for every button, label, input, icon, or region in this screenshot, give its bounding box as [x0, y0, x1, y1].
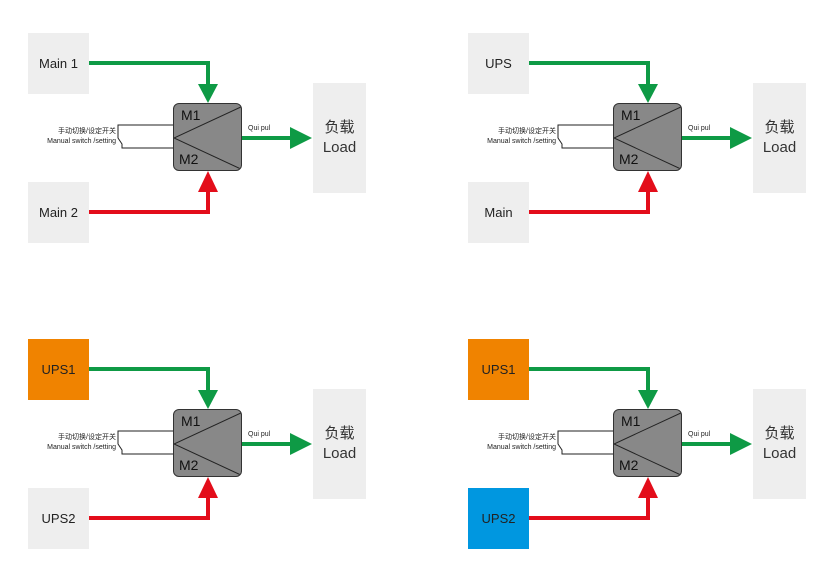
output-label: Qui pul [688, 125, 711, 132]
load-label-cn: 负载 [764, 425, 795, 442]
source-1-box: UPS1 [28, 339, 89, 400]
load-label-en: Load [762, 139, 797, 156]
transfer-switch-panel-2: UPS Main M1 M2 手动切换/设定开关 Manual switch /… [460, 20, 830, 260]
manual-switch-symbol [117, 124, 173, 149]
source-1-label: UPS [485, 56, 512, 71]
wires [529, 367, 752, 520]
switch-diagonals [174, 106, 241, 170]
manual-switch-label: 手动切换/设定开关 Manual switch /setting [20, 127, 116, 147]
transfer-switch-panel-1: Main 1 Main 2 M1 M2 手动切换/设定开关 Manual swi… [20, 20, 400, 260]
load-box: 负载 Load [313, 389, 366, 499]
manual-switch-label-cn: 手动切换/设定开关 [58, 128, 116, 135]
backup-arrowhead [638, 171, 658, 192]
manual-switch-label-cn: 手动切换/设定开关 [58, 434, 116, 441]
source-1-box: Main 1 [28, 33, 89, 94]
load-label-en: Load [322, 139, 357, 156]
primary-feed-line [89, 367, 210, 394]
primary-arrowhead [638, 84, 658, 103]
source-2-box: Main [468, 182, 529, 243]
manual-switch-label-en: Manual switch /setting [487, 138, 556, 145]
backup-arrowhead [638, 477, 658, 498]
manual-switch-symbol [557, 124, 613, 149]
load-label-cn: 负载 [324, 425, 355, 442]
load-label-en: Load [322, 445, 357, 462]
manual-switch-label-en: Manual switch /setting [47, 138, 116, 145]
manual-switch-label: 手动切换/设定开关 Manual switch /setting [460, 433, 556, 453]
switch-diagonals [614, 412, 681, 476]
output-label: Qui pul [688, 431, 711, 438]
manual-switch-symbol [117, 430, 173, 455]
load-label-cn: 负载 [324, 119, 355, 136]
output-arrowhead [730, 127, 752, 149]
source-2-label: Main [484, 205, 513, 220]
wires [89, 61, 312, 214]
transfer-switch-device: M1 M2 [173, 409, 242, 477]
input-m1-label: M1 [621, 107, 641, 123]
switch-diagonals [174, 412, 241, 476]
input-m2-label: M2 [619, 457, 639, 473]
input-m2-label: M2 [179, 457, 199, 473]
source-1-label: Main 1 [38, 56, 79, 71]
backup-feed-line [529, 494, 650, 520]
input-m1-label: M1 [181, 413, 201, 429]
source-2-box: UPS2 [28, 488, 89, 549]
source-1-box: UPS [468, 33, 529, 94]
primary-feed-line [529, 367, 650, 394]
source-2-label: UPS2 [41, 511, 76, 526]
transfer-switch-panel-3: UPS1 UPS2 M1 M2 手动切换/设定开关 Manual switch … [20, 326, 400, 566]
input-m1-label: M1 [621, 413, 641, 429]
output-arrowhead [290, 433, 312, 455]
manual-switch-label-en: Manual switch /setting [47, 444, 116, 451]
manual-switch-label-cn: 手动切换/设定开关 [498, 128, 556, 135]
primary-arrowhead [198, 84, 218, 103]
load-label-cn: 负载 [764, 119, 795, 136]
input-m2-label: M2 [179, 151, 199, 167]
manual-switch-label-en: Manual switch /setting [487, 444, 556, 451]
output-label: Qui pul [248, 431, 271, 438]
load-box: 负载 Load [313, 83, 366, 193]
output-arrowhead [730, 433, 752, 455]
primary-arrowhead [638, 390, 658, 409]
backup-feed-line [89, 494, 210, 520]
transfer-switch-panel-4: UPS1 UPS2 M1 M2 手动切换/设定开关 Manual switch … [460, 326, 830, 566]
load-box: 负载 Load [753, 389, 806, 499]
backup-arrowhead [198, 477, 218, 498]
input-m2-label: M2 [619, 151, 639, 167]
output-label: Qui pul [248, 125, 271, 132]
manual-switch-label: 手动切换/设定开关 Manual switch /setting [20, 433, 116, 453]
source-1-label: UPS1 [41, 362, 76, 377]
manual-switch-symbol [557, 430, 613, 455]
primary-arrowhead [198, 390, 218, 409]
primary-feed-line [529, 61, 650, 88]
transfer-switch-device: M1 M2 [173, 103, 242, 171]
source-2-box: UPS2 [468, 488, 529, 549]
source-2-label: Main 2 [38, 205, 79, 220]
manual-switch-label-cn: 手动切换/设定开关 [498, 434, 556, 441]
switch-diagonals [614, 106, 681, 170]
source-1-label: UPS1 [481, 362, 516, 377]
source-2-label: UPS2 [481, 511, 516, 526]
load-label-en: Load [762, 445, 797, 462]
source-1-box: UPS1 [468, 339, 529, 400]
backup-arrowhead [198, 171, 218, 192]
backup-feed-line [89, 188, 210, 214]
input-m1-label: M1 [181, 107, 201, 123]
transfer-switch-device: M1 M2 [613, 103, 682, 171]
primary-feed-line [89, 61, 210, 88]
backup-feed-line [529, 188, 650, 214]
transfer-switch-device: M1 M2 [613, 409, 682, 477]
wires [89, 367, 312, 520]
wires [529, 61, 752, 214]
load-box: 负载 Load [753, 83, 806, 193]
output-arrowhead [290, 127, 312, 149]
source-2-box: Main 2 [28, 182, 89, 243]
manual-switch-label: 手动切换/设定开关 Manual switch /setting [460, 127, 556, 147]
